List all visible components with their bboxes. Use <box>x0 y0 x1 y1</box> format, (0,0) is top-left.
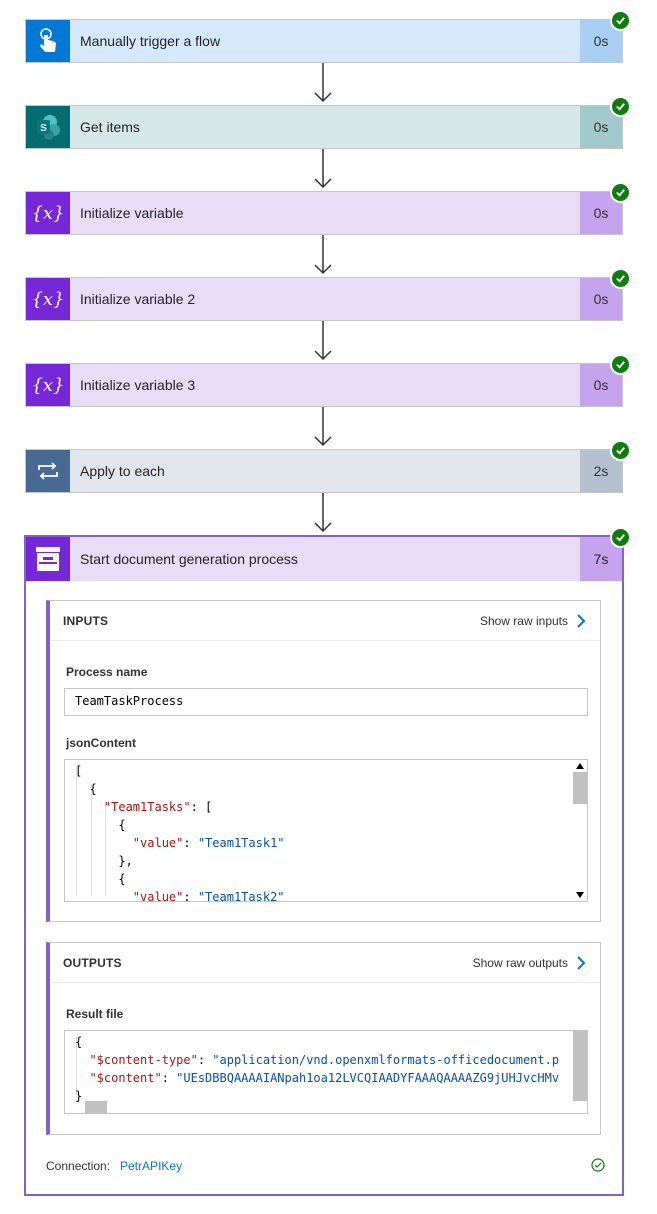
code-key: "value" <box>132 836 184 850</box>
connector-arrow-icon <box>312 493 334 533</box>
flow-step-card[interactable]: Apply to each 2s <box>25 449 623 493</box>
success-check-icon <box>610 10 631 31</box>
code-sep: : <box>183 890 198 902</box>
connector-arrow-icon <box>312 63 334 103</box>
show-raw-inputs-link[interactable]: Show raw inputs <box>480 614 586 628</box>
code-key: "Team1Tasks" <box>103 800 191 814</box>
svg-text:S: S <box>40 123 47 134</box>
variable-icon: {x} <box>26 278 70 320</box>
code-value: "Team1Task2" <box>197 890 285 902</box>
show-raw-outputs-label: Show raw outputs <box>472 955 568 970</box>
process-name-label: Process name <box>66 665 148 679</box>
connector-arrow-icon <box>312 235 334 275</box>
step-title: Apply to each <box>80 463 165 479</box>
scroll-up-icon[interactable] <box>576 763 584 769</box>
result-file-viewer[interactable]: { "$content-type": "application/vnd.open… <box>64 1030 588 1114</box>
document-generation-card[interactable]: Start document generation process 7s INP… <box>24 535 624 1196</box>
svg-text:{x}: {x} <box>32 203 64 224</box>
touch-icon <box>26 20 70 62</box>
code-sep: : <box>161 1071 177 1085</box>
connection-link[interactable]: PetrAPIKey <box>120 1159 183 1173</box>
outputs-panel: OUTPUTS Show raw outputs Result file { "… <box>46 942 601 1135</box>
connection-info: Connection: PetrAPIKey <box>46 1159 182 1173</box>
code-line: { <box>89 782 97 796</box>
result-file-label: Result file <box>66 1007 124 1021</box>
code-line: }, <box>118 854 133 868</box>
variable-icon: {x} <box>26 364 70 406</box>
variable-icon: {x} <box>26 192 70 234</box>
vertical-scrollbar[interactable] <box>573 760 587 901</box>
code-key: "value" <box>132 890 184 902</box>
show-raw-inputs-label: Show raw inputs <box>479 613 568 628</box>
code-line: } <box>75 1089 83 1103</box>
success-check-icon <box>610 268 631 289</box>
code-line: { <box>75 1035 83 1049</box>
code-key: "$content" <box>89 1071 162 1085</box>
vertical-scrollbar-thumb[interactable] <box>573 1031 587 1101</box>
code-value: "Team1Task1" <box>197 836 285 850</box>
json-content-label: jsonContent <box>66 736 136 750</box>
outputs-header: OUTPUTS <box>63 955 122 970</box>
show-raw-outputs-link[interactable]: Show raw outputs <box>473 956 586 970</box>
sharepoint-icon: S <box>26 106 70 148</box>
success-check-icon <box>610 96 631 117</box>
code-line: : [ <box>190 800 213 814</box>
success-check-icon <box>610 527 631 548</box>
connector-arrow-icon <box>312 407 334 447</box>
code-value: "UEsDBBQAAAAIANpah1oa12LVCQIAADYFAAAQAAA… <box>176 1071 560 1085</box>
connector-arrow-icon <box>312 321 334 361</box>
connection-label: Connection: <box>46 1159 111 1173</box>
step-duration: 0s <box>580 20 622 62</box>
code-key: "$content-type" <box>89 1053 198 1067</box>
document-generation-header[interactable]: Start document generation process 7s <box>26 537 622 581</box>
archive-icon <box>26 537 70 581</box>
step-title: Initialize variable 3 <box>80 377 196 393</box>
step-title: Get items <box>80 119 140 135</box>
code-value: "application/vnd.openxmlformats-officedo… <box>212 1053 560 1067</box>
json-content-editor[interactable]: [ { "Team1Tasks": [ { "value": "Team1Tas… <box>64 759 588 902</box>
step-title: Start document generation process <box>80 551 298 567</box>
step-title: Manually trigger a flow <box>80 33 221 49</box>
chevron-right-icon <box>577 613 586 628</box>
svg-text:{x}: {x} <box>32 289 64 310</box>
horizontal-scrollbar-thumb[interactable] <box>85 1101 107 1113</box>
step-title: Initialize variable 2 <box>80 291 196 307</box>
scrollbar-thumb[interactable] <box>573 772 587 804</box>
inputs-header: INPUTS <box>63 613 109 628</box>
svg-text:{x}: {x} <box>32 375 64 396</box>
flow-step-card[interactable]: Manually trigger a flow 0s <box>25 19 623 63</box>
scroll-down-icon[interactable] <box>576 892 584 898</box>
code-sep: : <box>197 1053 213 1067</box>
connector-arrow-icon <box>312 149 334 189</box>
step-duration: 2s <box>580 450 622 492</box>
success-check-icon <box>610 182 631 203</box>
code-line: { <box>118 818 126 832</box>
success-check-icon <box>610 440 631 461</box>
code-sep: : <box>183 836 198 850</box>
connection-ok-icon <box>591 1158 605 1172</box>
loop-icon <box>26 450 70 492</box>
process-name-field[interactable]: TeamTaskProcess <box>64 688 588 716</box>
step-title: Initialize variable <box>80 205 184 221</box>
code-line: { <box>118 872 126 886</box>
chevron-right-icon <box>577 955 586 970</box>
success-check-icon <box>610 354 631 375</box>
code-line: [ <box>75 764 83 778</box>
inputs-panel: INPUTS Show raw inputs Process name Team… <box>46 600 601 922</box>
